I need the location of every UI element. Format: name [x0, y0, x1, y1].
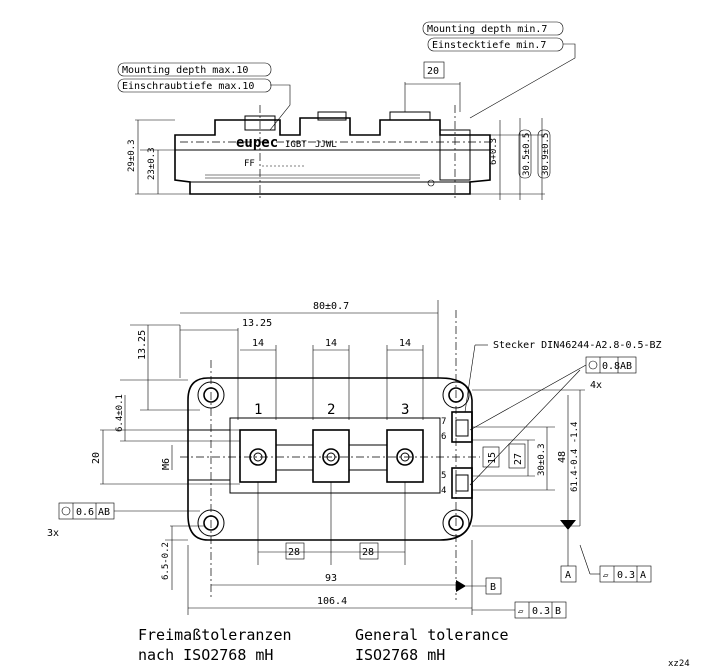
dim-80: 80±0.7 — [313, 301, 349, 312]
dim-27: 27 — [513, 453, 524, 465]
dim-106-4: 106.4 — [317, 596, 347, 607]
dim-14-a: 14 — [252, 338, 264, 349]
side-view: Mounting depth max.10 Einschraubtiefe ma… — [117, 21, 576, 200]
tol-0-3-a-ref: A — [640, 570, 646, 581]
terminal-3-label: 3 — [401, 402, 409, 418]
terminal-2-label: 2 — [327, 402, 335, 418]
dim-61-4: 61.4-0.4 -1.4 — [570, 422, 580, 492]
dim-23: 23±0.3 — [147, 147, 157, 180]
tol-0-8: 0.8 — [602, 361, 620, 372]
pin-7-label: 7 — [441, 417, 446, 427]
dim-6-4: 6.4±0.1 — [115, 394, 125, 432]
dim-48: 48 — [557, 451, 568, 463]
drawing-code: xz24 — [668, 659, 690, 669]
tolerance-en-line-2: ISO2768 mH — [355, 646, 445, 664]
dim-15: 15 — [487, 452, 498, 464]
note-einschraubtiefe-max: Einschraubtiefe max.10 — [122, 81, 254, 92]
count-4x: 4x — [590, 380, 602, 391]
type-label: IGBT — [285, 140, 307, 150]
dim-6-5: 6.5-0.2 — [161, 542, 171, 580]
flatness-symbol-b: ▱ — [518, 607, 524, 617]
tolerance-de-line-1: Freimaßtoleranzen — [138, 626, 292, 644]
brand-logo-text: eupec — [236, 135, 278, 151]
dim-28-a: 28 — [288, 547, 300, 558]
tol-0-8-ref: AB — [620, 361, 632, 372]
tolerance-en-line-1: General tolerance — [355, 626, 509, 644]
terminal-1-label: 1 — [254, 402, 262, 418]
pin-5-label: 5 — [441, 471, 446, 481]
pin-6-label: 6 — [441, 432, 446, 442]
dim-top-20: 20 — [427, 66, 439, 77]
marking-label: JJWL — [315, 140, 337, 150]
top-view: 1 2 3 7 6 5 4 80±0.7 13.25 14 14 14 — [47, 300, 662, 619]
pin-4-label: 4 — [441, 486, 446, 496]
dim-13-25-v: 13.25 — [137, 330, 148, 360]
dim-14-b: 14 — [325, 338, 337, 349]
count-3x: 3x — [47, 528, 59, 539]
note-mounting-depth-max: Mounting depth max.10 — [122, 65, 248, 76]
dim-13-25-h: 13.25 — [242, 318, 272, 329]
dim-93: 93 — [325, 573, 337, 584]
flatness-symbol-a: ▱ — [603, 571, 609, 581]
tol-0-3-a: 0.3 — [617, 570, 635, 581]
dim-6: 6+0.3 — [489, 138, 499, 165]
thread-m6: M6 — [161, 458, 172, 470]
dim-30-9: 30.9±0.5 — [541, 133, 551, 176]
datum-a: A — [565, 570, 571, 581]
connector-note: Stecker DIN46244-A2.8-0.5-BZ — [493, 340, 662, 351]
tol-0-3-b-ref: B — [555, 606, 561, 617]
tol-0-6: 0.6 — [76, 507, 94, 518]
tol-0-6-ref: AB — [98, 507, 110, 518]
dim-14-c: 14 — [399, 338, 411, 349]
dim-29: 29±0.3 — [127, 139, 137, 172]
dim-30: 30±0.3 — [537, 443, 547, 476]
tolerance-de-line-2: nach ISO2768 mH — [138, 646, 273, 664]
tol-0-3-b: 0.3 — [532, 606, 550, 617]
note-mounting-depth-min: Mounting depth min.7 — [427, 24, 547, 35]
datum-b: B — [490, 582, 496, 593]
note-einstecktiefe-min: Einstecktiefe min.7 — [432, 40, 546, 51]
dim-20: 20 — [91, 452, 102, 464]
ff-label: FF — [244, 159, 255, 169]
dim-28-b: 28 — [362, 547, 374, 558]
tolerance-footer: Freimaßtoleranzen nach ISO2768 mH Genera… — [138, 626, 690, 669]
dim-30-5: 30.5±0.5 — [522, 133, 532, 176]
